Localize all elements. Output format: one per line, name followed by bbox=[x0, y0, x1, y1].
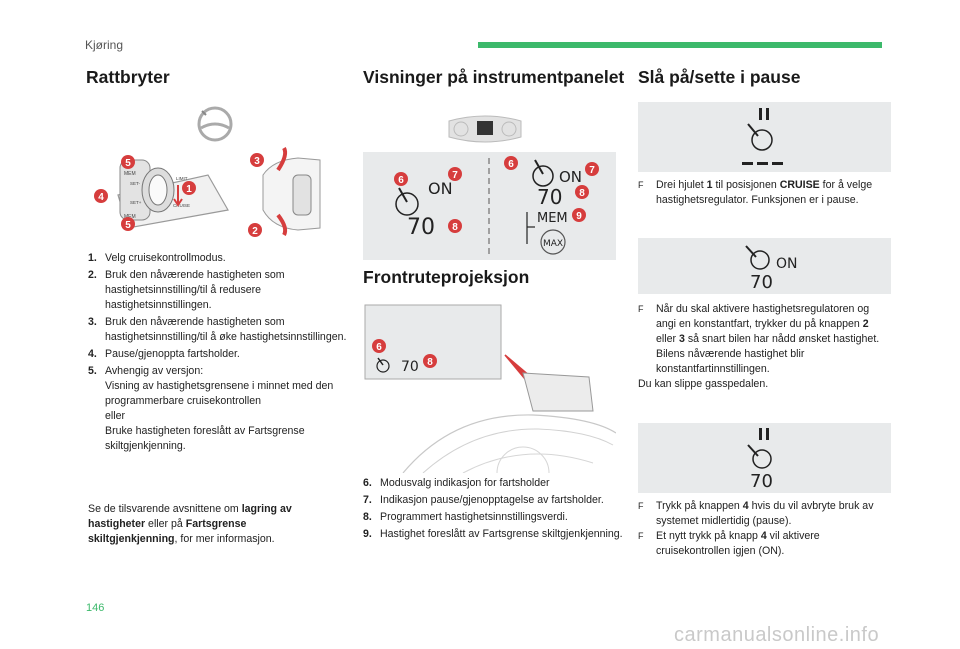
panel-badge-7b: 7 bbox=[589, 165, 595, 176]
display-mem: MEM bbox=[537, 211, 568, 226]
col1-title: Rattbryter bbox=[86, 67, 170, 87]
badge-4 bbox=[94, 189, 108, 203]
display-on-right: ON bbox=[559, 168, 582, 186]
badge-5-bottom-label: 5 bbox=[125, 220, 131, 231]
pause-icon bbox=[759, 108, 769, 120]
item5-line-3: Bruke hastigheten foreslått av Fartsgren… bbox=[105, 425, 305, 452]
badge-4-label: 4 bbox=[98, 192, 104, 203]
display-speed-right: 70 bbox=[537, 185, 562, 209]
steering-wheel-icon bbox=[197, 106, 233, 142]
page-number: 146 bbox=[86, 602, 105, 614]
instrument-panel-display: ON 70 ON 70 MEM MAX 6 7 8 6 7 8 9 bbox=[363, 152, 616, 260]
display-speed-left: 70 bbox=[407, 215, 435, 240]
col2-title: Visninger på instrumentpanelet bbox=[363, 67, 625, 87]
link-lagring: lagring av hastigheter bbox=[88, 503, 292, 530]
cruise-on-display: ON 70 bbox=[638, 238, 891, 294]
speedometer-icon bbox=[532, 159, 554, 187]
panel-badge-8a: 8 bbox=[452, 222, 458, 233]
hud-speed: 70 bbox=[401, 359, 419, 375]
badge-5-top bbox=[121, 155, 135, 169]
col2-list: 6.Modusvalg indikasjon for fartsholder 7… bbox=[363, 476, 625, 544]
list-item: 9.Hastighet foreslått av Fartsgrense ski… bbox=[363, 528, 623, 540]
cruise-paused-speed-display: 70 bbox=[638, 423, 891, 493]
fig-mem-bottom: MEM bbox=[124, 214, 136, 220]
speedometer-icon bbox=[376, 357, 390, 373]
speedometer-icon bbox=[395, 187, 419, 216]
dashes-icon bbox=[742, 162, 783, 165]
badge-1-label: 1 bbox=[186, 184, 192, 195]
badge-2-label: 2 bbox=[252, 226, 258, 237]
link-fartsgrense: Fartsgrense skiltgjenkjenning bbox=[88, 518, 247, 545]
panel-badge-8b: 8 bbox=[579, 188, 585, 199]
fig-set-plus: SET+ bbox=[130, 200, 142, 205]
panel-badge-6b: 6 bbox=[508, 159, 514, 170]
display-max: MAX bbox=[543, 239, 563, 249]
speedometer-icon bbox=[745, 245, 770, 270]
list-item: 5.Avhengig av versjon: Visning av hastig… bbox=[88, 365, 334, 452]
pause-icon bbox=[759, 428, 769, 440]
fig-cruise: CRUISE bbox=[173, 203, 190, 208]
speedometer-icon bbox=[747, 123, 773, 151]
list-item: 7.Indikasjon pause/gjenopptagelse av far… bbox=[363, 494, 604, 506]
badge-2 bbox=[248, 223, 262, 237]
col2-title2: Frontruteprojeksjon bbox=[363, 267, 530, 287]
list-item: 1.Velg cruisekontrollmodus. bbox=[88, 252, 226, 264]
release-pedal-text: Du kan slippe gasspedalen. bbox=[638, 378, 769, 390]
instrument-cluster-icon bbox=[448, 115, 522, 143]
list-item: 8.Programmert hastighetsinnstillingsverd… bbox=[363, 511, 568, 523]
hud-figure: 70 6 8 bbox=[364, 304, 616, 473]
section-header: Kjøring bbox=[85, 38, 124, 52]
list-item: 4.Pause/gjenoppta fartsholder. bbox=[88, 348, 240, 360]
item5-line-2: eller bbox=[105, 410, 126, 422]
max-sign bbox=[540, 229, 566, 255]
panel2-on: ON bbox=[776, 256, 798, 272]
watermark: carmanualsonline.info bbox=[674, 624, 880, 646]
col1-note: Se de tilsvarende avsnittene om lagring … bbox=[88, 503, 292, 545]
cruise-lever-illustration: MEM MEM LIMIT SET- SET+ CRUISE bbox=[117, 159, 229, 229]
panel2-speed: 70 bbox=[750, 272, 773, 293]
panel-badge-6a: 6 bbox=[398, 175, 404, 186]
fig-limit: LIMIT bbox=[176, 176, 188, 181]
list-item: 2.Bruk den nåværende hastigheten som has… bbox=[88, 269, 285, 311]
badge-1 bbox=[182, 181, 196, 195]
badge-5-bottom bbox=[121, 217, 135, 231]
list-item: 3.Bruk den nåværende hastigheten som has… bbox=[88, 316, 347, 343]
hud-badge-8: 8 bbox=[427, 357, 433, 368]
cruise-paused-display bbox=[638, 102, 891, 172]
speedometer-icon bbox=[747, 444, 772, 469]
panel-badge-9: 9 bbox=[576, 211, 582, 222]
panel3-speed: 70 bbox=[750, 471, 773, 492]
col1-list: 1.Velg cruisekontrollmodus. 2.Bruk den n… bbox=[88, 251, 350, 456]
fig-set-minus: SET- bbox=[130, 181, 141, 186]
display-on-left: ON bbox=[428, 179, 453, 198]
list-item: 6.Modusvalg indikasjon for fartsholder bbox=[363, 477, 550, 489]
side-lever-illustration bbox=[262, 147, 321, 236]
hud-badge-6: 6 bbox=[376, 342, 382, 353]
col3-title: Slå på/sette i pause bbox=[638, 67, 801, 87]
panel-badge-7a: 7 bbox=[452, 170, 458, 181]
steering-switch-figure: MEM MEM LIMIT SET- SET+ CRUISE 5 4 5 1 3… bbox=[94, 106, 321, 237]
badge-3 bbox=[250, 153, 264, 167]
section-header-bar bbox=[478, 42, 882, 48]
badge-5-top-label: 5 bbox=[125, 158, 131, 169]
fig-mem-top: MEM bbox=[124, 171, 136, 177]
item5-line-1: Visning av hastighetsgrensene i minnet m… bbox=[105, 380, 334, 407]
badge-3-label: 3 bbox=[254, 156, 260, 167]
